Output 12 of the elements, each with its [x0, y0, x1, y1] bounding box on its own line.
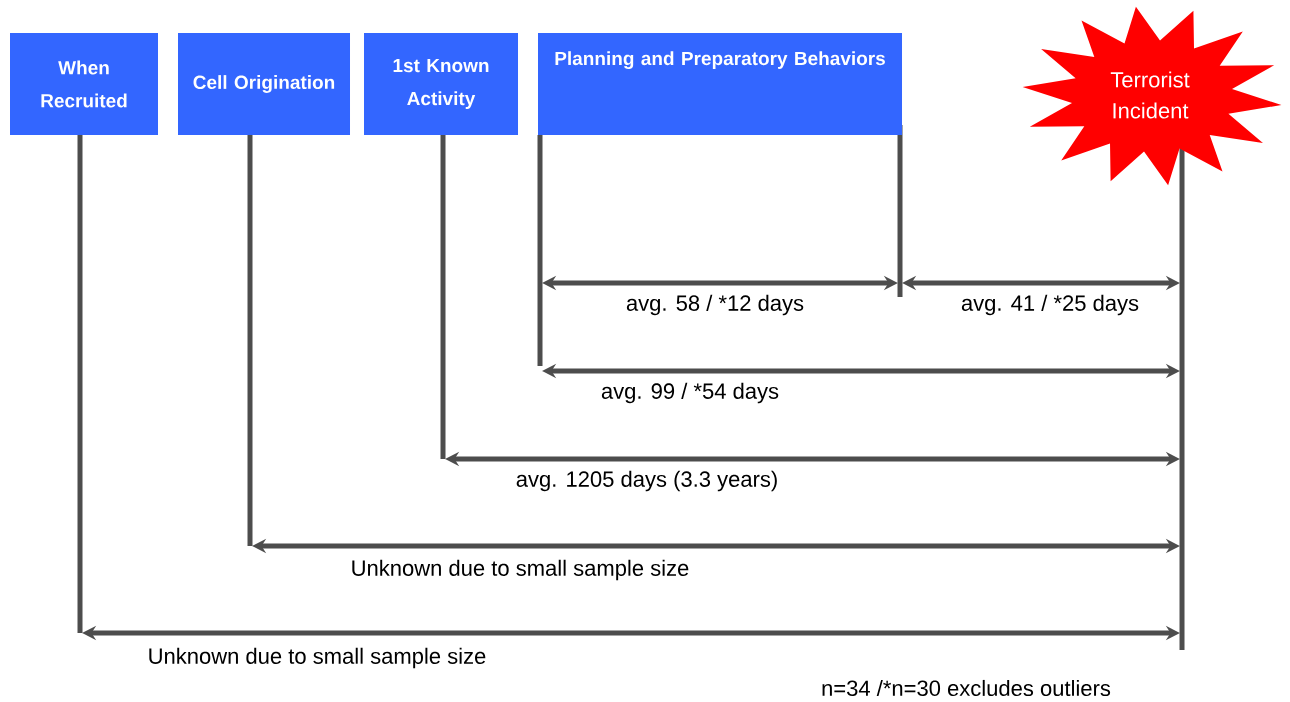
event-box: Planning and Preparatory Behaviors — [538, 33, 902, 135]
duration-label: avg. 1205 days (3.3 years) — [516, 470, 777, 492]
event-box: When Recruited — [10, 33, 158, 135]
event-box: 1st Known Activity — [364, 33, 518, 135]
duration-label: avg. 41 / *25 days — [961, 294, 1139, 316]
duration-label: Unknown due to small sample size — [149, 647, 486, 669]
event-box: Cell Origination — [178, 33, 350, 135]
duration-label: Unknown due to small sample size — [352, 559, 689, 581]
duration-label: avg. 58 / *12 days — [626, 294, 804, 316]
footnote: n=34 /*n=30 excludes outliers — [822, 679, 1111, 697]
starburst: Terrorist Incident — [1022, 6, 1282, 186]
duration-label: avg. 99 / *54 days — [601, 382, 779, 404]
